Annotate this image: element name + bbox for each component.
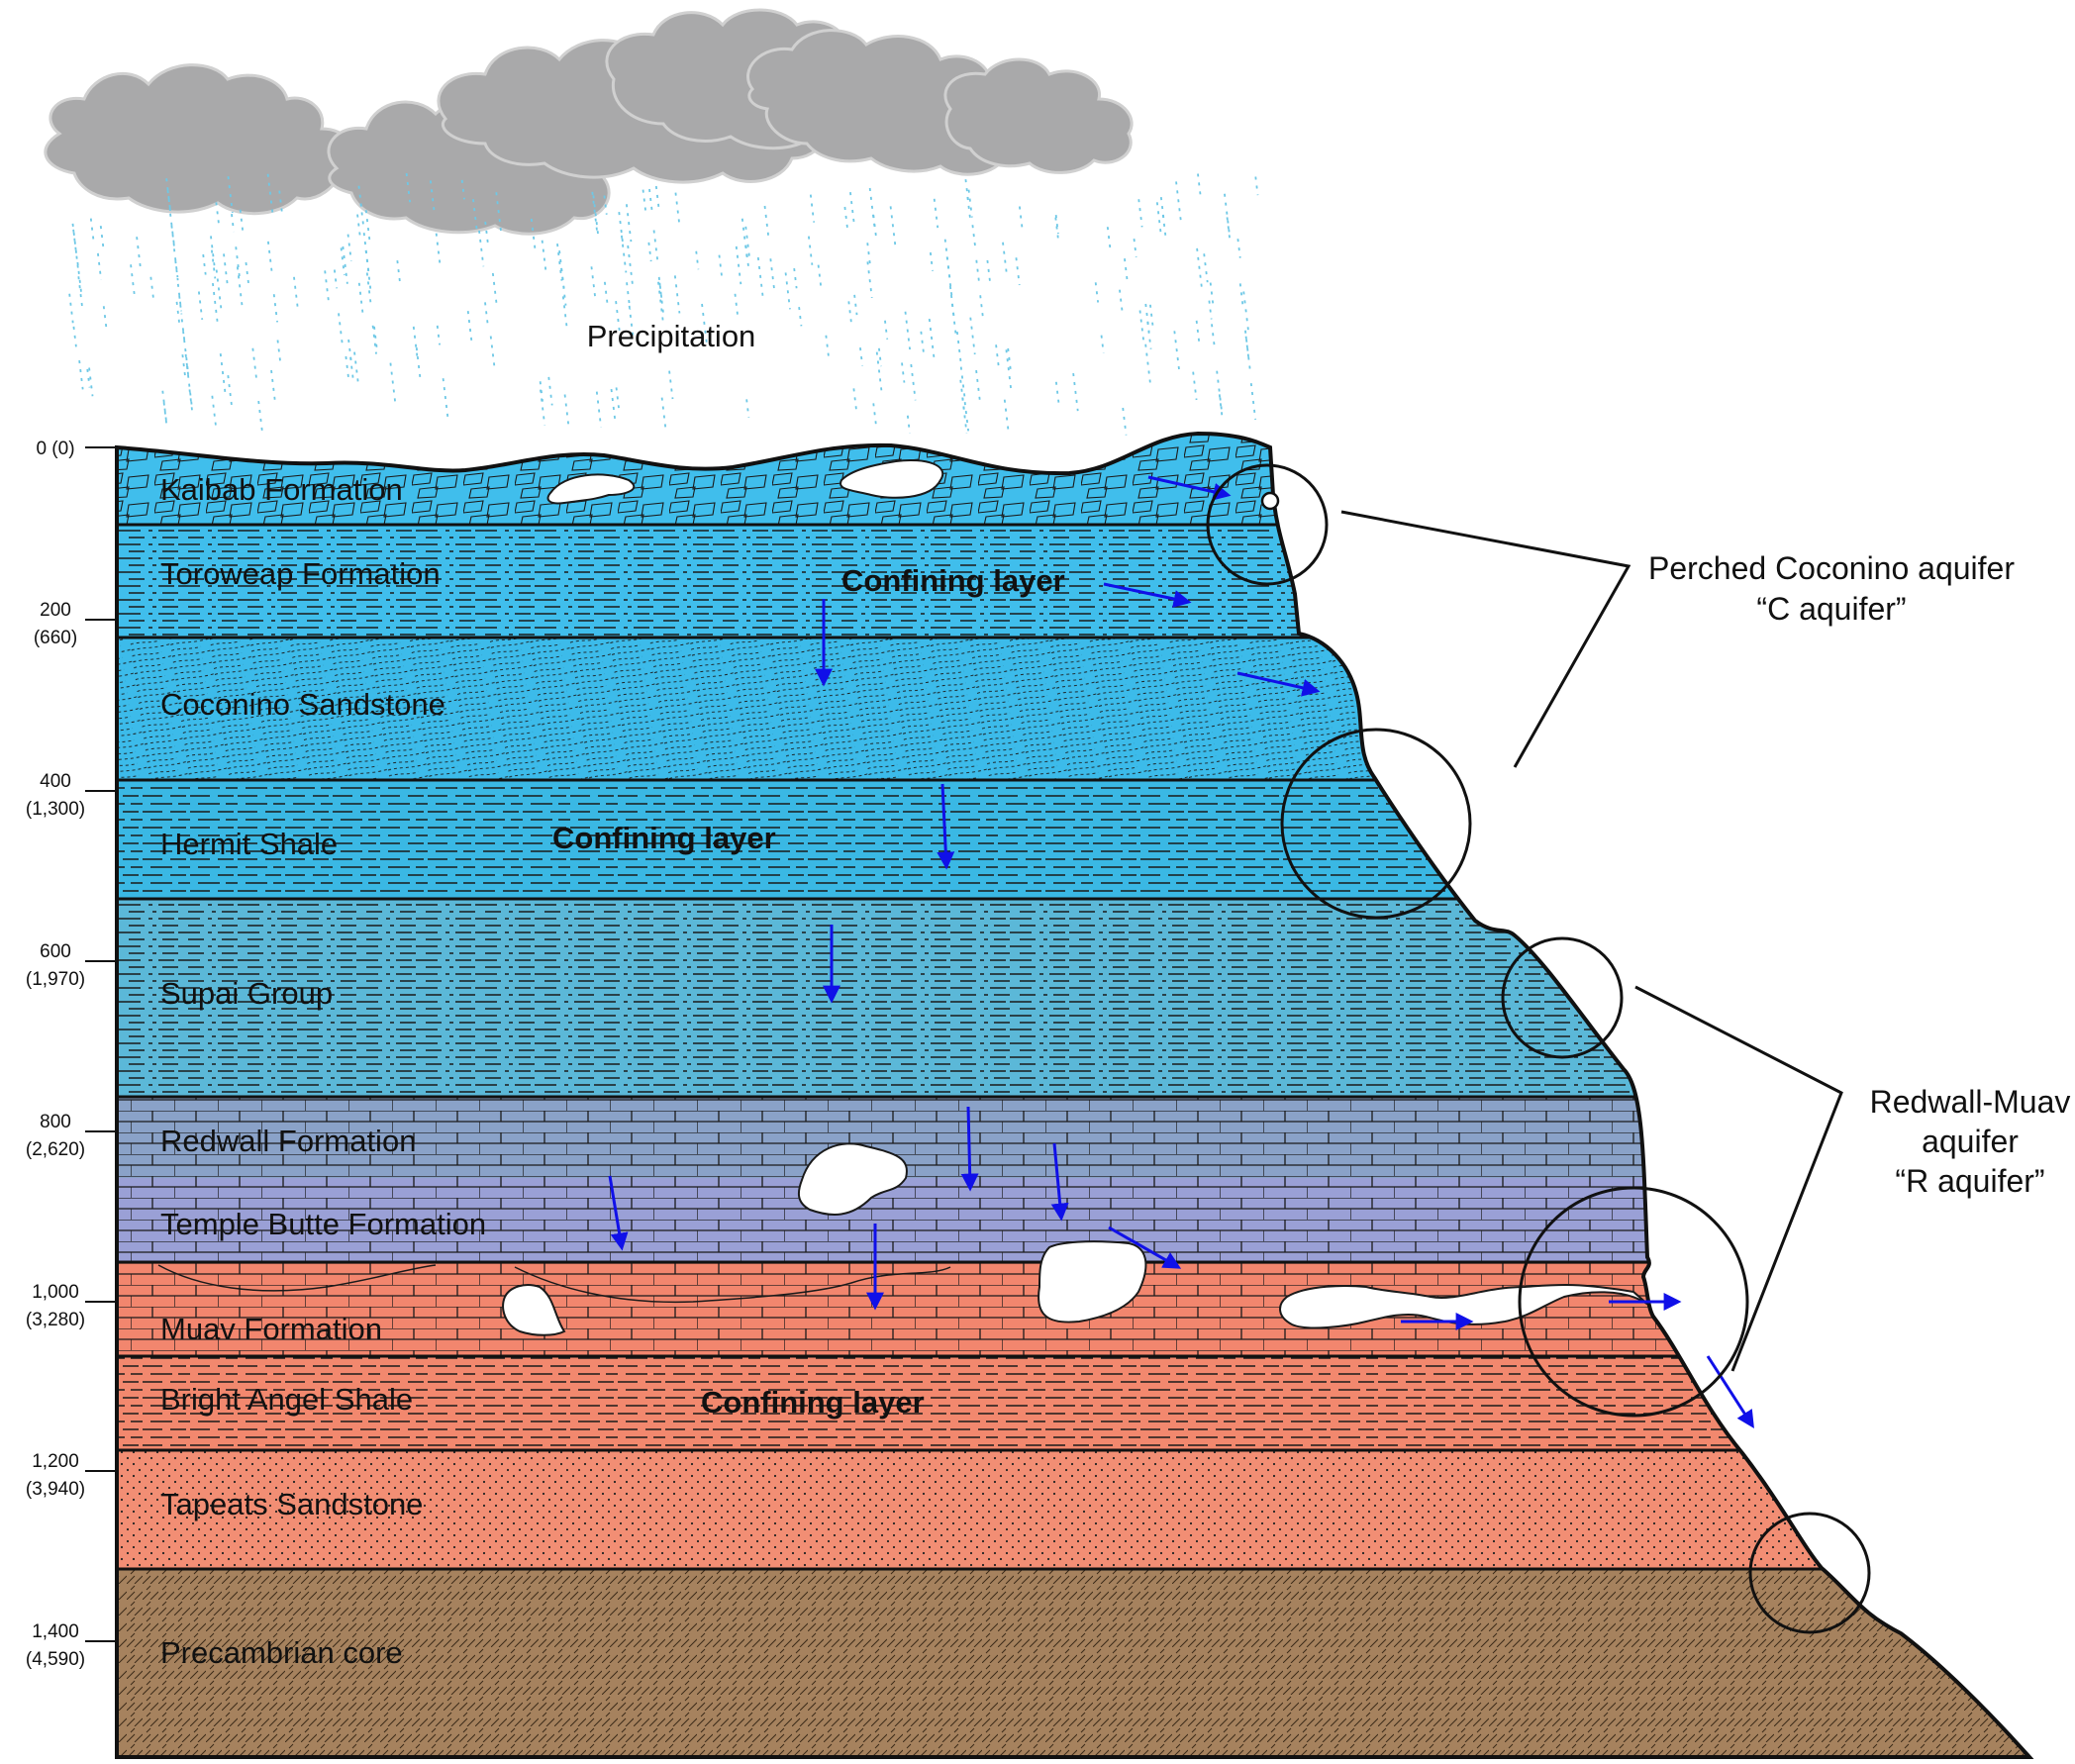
label-supai: Supai Group <box>160 976 333 1011</box>
groundwater-flow-arrows <box>608 475 1754 1429</box>
layer-labels: Kaibab Formation Toroweap Formation Coco… <box>160 472 486 1670</box>
confining-label-bright-angel: Confining layer <box>701 1385 925 1420</box>
depth-tick-label-ft: (1,300) <box>26 799 85 820</box>
rock-profile-outline <box>115 431 2034 1759</box>
rain-streaks <box>68 172 1259 436</box>
depth-tick-label-m: 600 <box>40 941 71 962</box>
depth-tick-label-m: 1,400 <box>32 1621 79 1642</box>
depth-tick-label-ft: (660) <box>34 628 77 648</box>
flow-arrow <box>1236 671 1321 697</box>
callout-r-aquifer-line3: “R aquifer” <box>1895 1163 2044 1199</box>
confining-label-hermit: Confining layer <box>552 821 776 855</box>
callout-c-aquifer-line1: Perched Coconino aquifer <box>1648 550 2015 586</box>
flow-arrow <box>1147 475 1232 501</box>
flow-arrow <box>1103 582 1192 608</box>
confining-label-toroweap: Confining layer <box>841 563 1065 598</box>
depth-tick-label-m: 800 <box>40 1112 71 1132</box>
flow-arrow <box>1108 1225 1182 1269</box>
label-precambrian: Precambrian core <box>160 1635 403 1670</box>
flow-arrow <box>937 783 955 870</box>
flow-arrow <box>1050 1142 1069 1222</box>
label-tapeats: Tapeats Sandstone <box>160 1487 423 1521</box>
flow-arrow <box>1706 1355 1754 1429</box>
depth-tick-label-m: 1,000 <box>32 1282 79 1303</box>
depth-tick-label-ft: (3,280) <box>26 1310 85 1330</box>
label-hermit: Hermit Shale <box>160 827 338 861</box>
spring-outlet <box>1260 491 1280 511</box>
depth-tick-label-m: 200 <box>40 600 71 621</box>
depth-tick-label-m: 0 (0) <box>36 439 74 459</box>
depth-axis: 0 (0) 200 (660) 400 (1,300) 600 (1,970) 800 (2,6… <box>26 439 117 1670</box>
storm-clouds-icon <box>44 8 1134 236</box>
label-redwall: Redwall Formation <box>160 1124 416 1158</box>
precipitation-label: Precipitation <box>587 319 756 353</box>
depth-tick-label-ft: (3,940) <box>26 1479 85 1500</box>
depth-tick-label-m: 400 <box>40 771 71 792</box>
depth-tick-label-ft: (4,590) <box>26 1649 85 1670</box>
callout-r-aquifer-line2: aquifer <box>1922 1124 2019 1159</box>
depth-tick-label-m: 1,200 <box>32 1451 79 1472</box>
callout-leader-lines <box>1340 510 1843 1372</box>
label-muav: Muav Formation <box>160 1312 382 1346</box>
label-kaibab: Kaibab Formation <box>160 472 403 507</box>
flow-arrow <box>960 1106 979 1192</box>
depth-tick-label-ft: (2,620) <box>26 1139 85 1160</box>
label-bright-angel: Bright Angel Shale <box>160 1382 413 1417</box>
flow-arrow <box>608 1175 629 1251</box>
depth-tick-label-ft: (1,970) <box>26 969 85 990</box>
callout-r-aquifer-line1: Redwall-Muav <box>1870 1084 2071 1120</box>
callout-c-aquifer-line2: “C aquifer” <box>1756 591 1906 627</box>
label-temple-butte: Temple Butte Formation <box>160 1207 486 1241</box>
spring-callout-circles <box>1206 463 1871 1634</box>
label-toroweap: Toroweap Formation <box>160 556 441 591</box>
label-coconino: Coconino Sandstone <box>160 687 445 722</box>
